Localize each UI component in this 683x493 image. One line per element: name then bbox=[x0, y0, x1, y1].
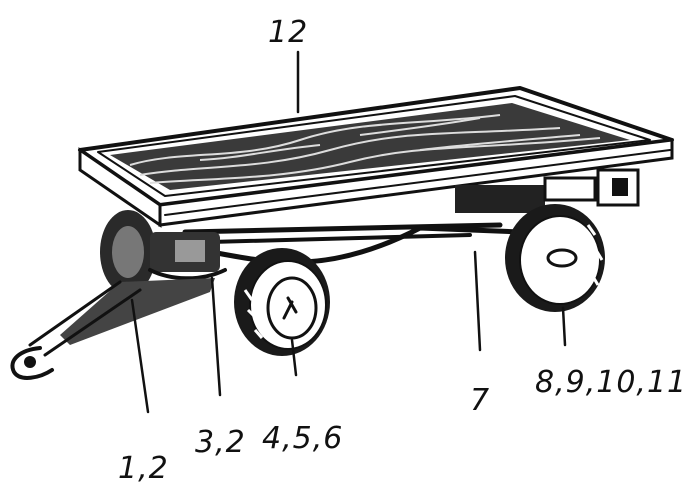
drawbar bbox=[10, 278, 215, 380]
wagon-frame bbox=[182, 168, 640, 265]
callout-drawbar: 1,2 bbox=[118, 451, 169, 486]
callout-bed: 12 bbox=[268, 15, 308, 50]
leader-line-front-axle bbox=[210, 276, 222, 397]
callout-labels: 12 1,2 3,2 4,5,6 7 8,9,10,11 bbox=[118, 15, 683, 486]
leader-line-front-wheel bbox=[290, 338, 298, 377]
leader-line-frame bbox=[473, 250, 482, 352]
leader-lines bbox=[130, 50, 567, 414]
callout-rear-wheel: 8,9,10,11 bbox=[535, 365, 683, 400]
rear-wheel bbox=[505, 204, 605, 312]
leader-line-rear-wheel bbox=[561, 306, 567, 347]
front-wheel bbox=[234, 248, 330, 356]
front-axle bbox=[100, 210, 227, 294]
callout-front-wheel: 4,5,6 bbox=[262, 421, 343, 456]
wagon-illustration bbox=[10, 50, 674, 414]
callout-frame: 7 bbox=[470, 383, 490, 418]
callout-front-axle: 3,2 bbox=[195, 425, 246, 460]
leader-line-drawbar bbox=[130, 298, 150, 414]
wagon-bed bbox=[78, 86, 674, 228]
